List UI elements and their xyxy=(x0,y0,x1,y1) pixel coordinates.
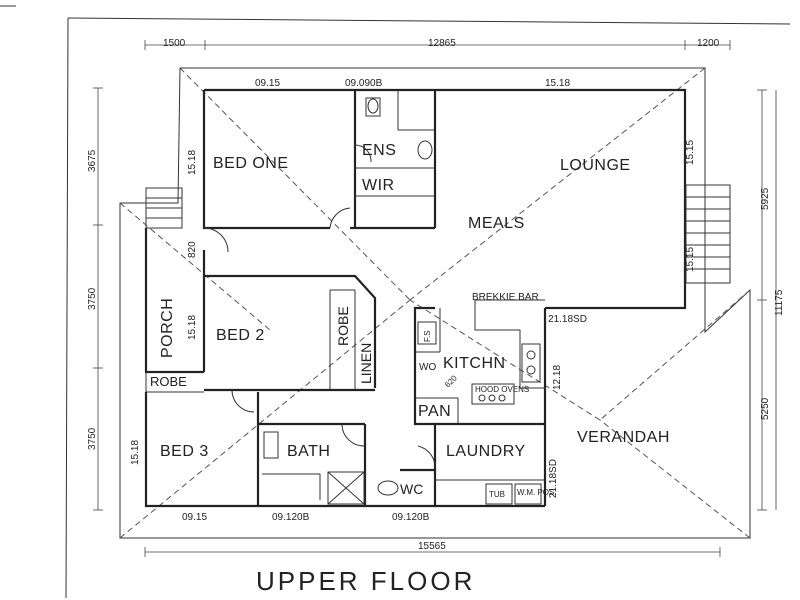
dimension-lines xyxy=(93,40,777,557)
dim-top-right: 1200 xyxy=(697,38,720,49)
dim-right-upper: 5925 xyxy=(760,187,771,210)
note-kitchen-side: 12.18 xyxy=(552,365,563,390)
walls xyxy=(144,88,687,508)
room-lounge: LOUNGE xyxy=(560,157,631,174)
dim-left-lower: 3750 xyxy=(87,427,98,450)
note-bed2-left: 15.18 xyxy=(187,315,198,340)
dim-bottom-total: 15565 xyxy=(418,541,446,552)
room-porch: PORCH xyxy=(159,298,176,358)
drawing-title: UPPER FLOOR xyxy=(256,566,475,596)
note-kitchen-right: 21.18SD xyxy=(548,314,587,325)
fixture-wm-space: W.M. POS xyxy=(517,488,554,497)
note-porch-820: 820 xyxy=(187,241,198,258)
dim-right-lower: 5250 xyxy=(760,397,771,420)
fixture-fridge-space: F.S xyxy=(423,330,432,342)
note-door-620: 620 xyxy=(443,373,459,389)
note-laundry-side: 21.18SD xyxy=(548,459,559,498)
room-robe-3: ROBE xyxy=(150,374,187,389)
room-bed-2: BED 2 xyxy=(216,327,265,344)
dim-top-middle: 12865 xyxy=(428,38,456,49)
note-bed1-left: 15.18 xyxy=(187,150,198,175)
note-bed1-top: 09.15 xyxy=(255,78,280,89)
room-ens: ENS xyxy=(362,142,396,159)
dim-right-total: 11175 xyxy=(774,289,785,316)
sheet-border xyxy=(0,5,791,599)
room-bath: BATH xyxy=(287,443,330,460)
room-robe-2: ROBE xyxy=(335,306,351,346)
dim-top-left: 1500 xyxy=(163,38,186,49)
room-bed-3: BED 3 xyxy=(160,443,209,460)
note-lounge-top: 15.18 xyxy=(545,78,570,89)
room-linen: LINEN xyxy=(358,343,374,384)
fixture-hood-ovens: HOOD OVENS xyxy=(475,385,529,394)
room-laundry: LAUNDRY xyxy=(446,443,526,460)
note-bottom-right: 09.120B xyxy=(392,512,430,523)
note-bottom-middle: 09.120B xyxy=(272,512,310,523)
room-bed-one: BED ONE xyxy=(213,155,289,172)
room-pan: PAN xyxy=(418,403,451,420)
room-wir: WIR xyxy=(362,177,395,194)
note-bottom-left: 09.15 xyxy=(182,512,207,523)
roof-outline xyxy=(119,67,751,539)
room-brekkie-bar: BREKKIE BAR xyxy=(472,292,539,303)
room-wc: WC xyxy=(400,481,423,497)
room-wo: WO xyxy=(419,362,436,373)
note-lounge-right-lower: 15.15 xyxy=(685,247,696,272)
room-kitchen: KITCHN xyxy=(443,355,506,372)
room-meals: MEALS xyxy=(468,215,525,232)
dim-left-middle: 3750 xyxy=(87,287,98,310)
note-lounge-right-upper: 15.15 xyxy=(685,140,696,165)
stairs xyxy=(145,184,731,284)
dim-left-upper: 3675 xyxy=(87,149,98,172)
room-tub: TUB xyxy=(489,490,505,499)
room-verandah: VERANDAH xyxy=(577,429,670,446)
note-ens-top: 09.090B xyxy=(345,78,383,89)
note-bed3-left: 15.18 xyxy=(130,440,141,465)
